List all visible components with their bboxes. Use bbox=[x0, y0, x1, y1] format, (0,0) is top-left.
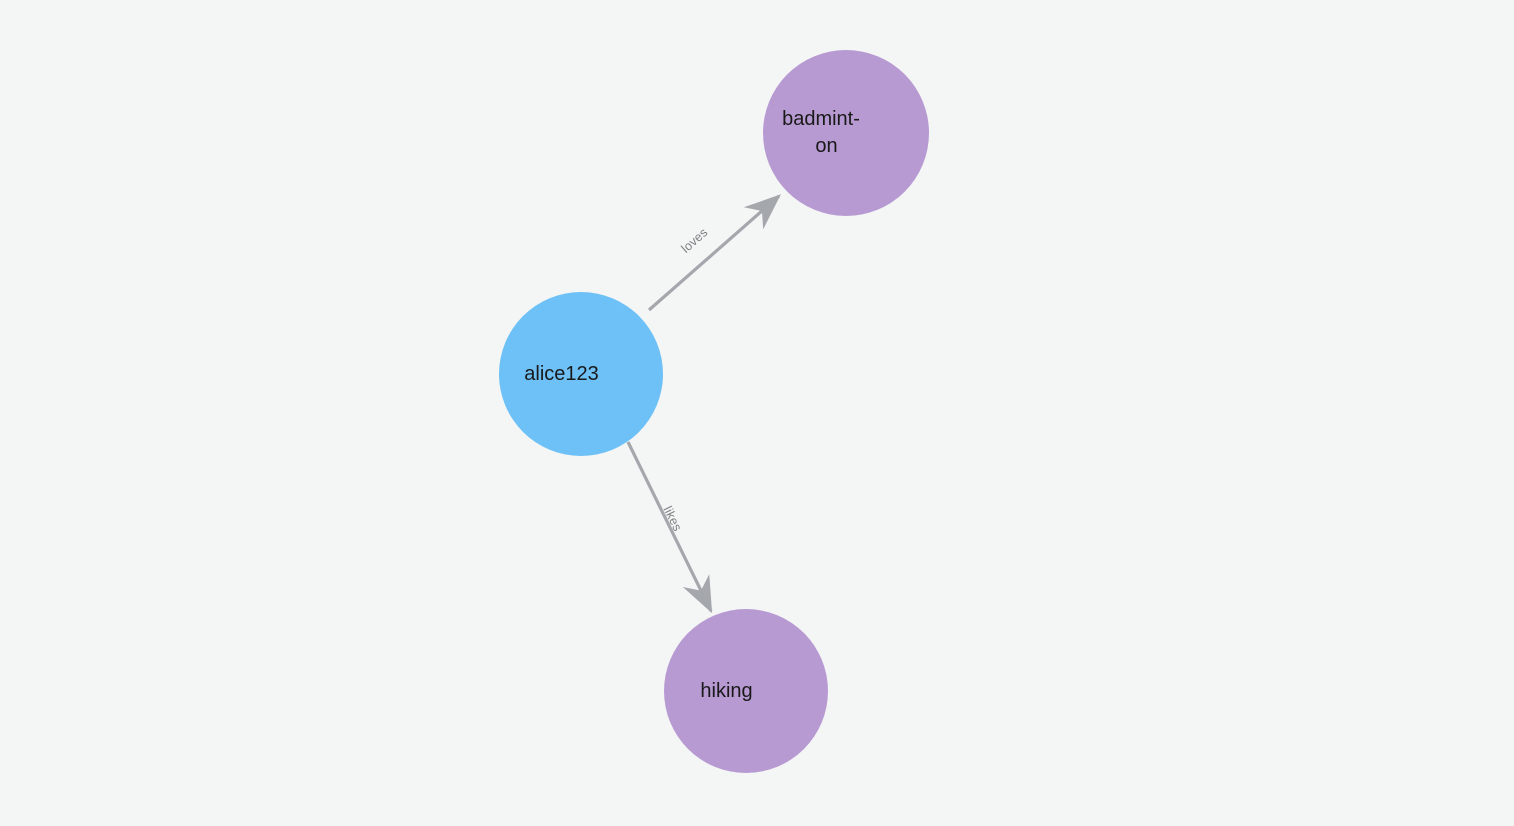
node-alice123[interactable]: alice123 bbox=[499, 292, 663, 456]
node-hiking-circle[interactable] bbox=[664, 609, 828, 773]
node-badminton-label-line-1: badmint- bbox=[782, 108, 860, 130]
node-hiking-label-line-1: hiking bbox=[700, 680, 752, 702]
node-badminton-label-line-2: on bbox=[815, 135, 837, 157]
node-alice123-label-line-1: alice123 bbox=[524, 363, 599, 385]
node-badminton-circle[interactable] bbox=[763, 50, 929, 216]
node-alice123-circle[interactable] bbox=[499, 292, 663, 456]
edge-alice123-likes-hiking[interactable]: likes bbox=[626, 441, 713, 614]
node-badminton-label: badmint- on bbox=[782, 108, 910, 157]
node-badminton[interactable]: badmint- on bbox=[763, 50, 929, 216]
edge-label-loves: loves bbox=[679, 225, 711, 255]
node-hiking-label: hiking bbox=[700, 679, 791, 702]
node-alice123-label: alice123 bbox=[524, 362, 637, 385]
edge-alice123-loves-badminton[interactable]: loves bbox=[647, 194, 781, 312]
node-hiking[interactable]: hiking bbox=[664, 609, 828, 773]
edge-line-likes bbox=[626, 441, 713, 614]
edge-line-loves bbox=[647, 194, 781, 312]
